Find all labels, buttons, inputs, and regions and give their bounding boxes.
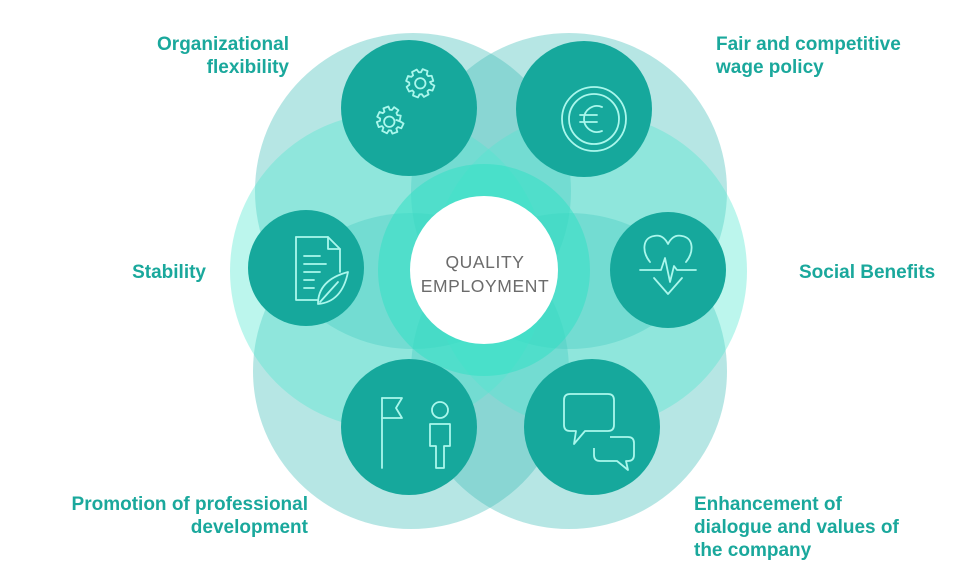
euro-coin-icon [561, 86, 627, 152]
flag-person-icon [381, 397, 451, 469]
node-stability [248, 210, 364, 326]
center-title-line-2: EMPLOYMENT [420, 276, 550, 296]
label-social-benefits: Social Benefits [799, 261, 935, 284]
label-line: Social Benefits [799, 262, 936, 283]
label-line: development [190, 517, 308, 538]
label-line: Fair and competitive [716, 34, 901, 55]
center-title-line-1: QUALITY [445, 252, 525, 272]
label-line: flexibility [206, 57, 289, 78]
label-line: wage policy [716, 57, 824, 78]
label-fair-wage-policy: Fair and competitive wage policy [716, 33, 901, 79]
label-line: the company [694, 540, 812, 561]
label-professional-development: Promotion of professional development [72, 493, 308, 539]
label-line: dialogue and values of [694, 517, 899, 538]
chat-bubbles-icon [563, 393, 635, 471]
label-line: Promotion of professional [71, 494, 308, 515]
label-line: Enhancement of [694, 494, 842, 515]
label-organizational-flexibility: Organizational flexibility [157, 33, 289, 79]
node-dialogue-values [524, 359, 660, 495]
label-dialogue-values: Enhancement of dialogue and values of th… [694, 493, 899, 562]
center-title: QUALITY EMPLOYMENT [405, 250, 565, 298]
label-line: Stability [132, 262, 206, 283]
node-social-benefits [610, 212, 726, 328]
node-organizational-flexibility [341, 40, 477, 176]
label-stability: Stability [132, 261, 206, 284]
center-circle [410, 196, 558, 344]
node-fair-wage-policy [516, 41, 652, 177]
node-professional-development [341, 359, 477, 495]
document-leaf-icon [295, 236, 349, 305]
gears-icon [375, 68, 436, 135]
label-line: Organizational [157, 34, 289, 55]
heart-pulse-icon [639, 234, 697, 295]
